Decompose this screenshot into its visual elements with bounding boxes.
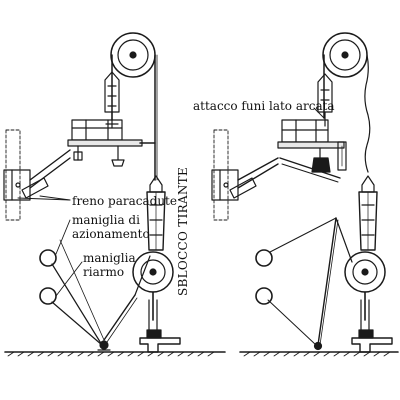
left-handle-cables — [51, 239, 151, 351]
left-leader-lines — [39, 195, 83, 297]
label-maniglia-azionamento-line1: maniglia di — [72, 213, 140, 227]
left-panel-mechanism — [3, 32, 226, 357]
left-top-pulley — [110, 32, 156, 78]
right-top-pulley — [322, 32, 368, 78]
right-ground — [239, 351, 399, 357]
label-maniglia-riarmo-line1: maniglia — [83, 251, 136, 265]
left-carriage-bracket — [67, 119, 156, 167]
right-wall-bracket — [211, 129, 279, 221]
left-wall-bracket — [3, 129, 71, 221]
label-freno-paracadute: freno paracadute — [72, 194, 177, 208]
label-maniglia-azionamento-line2: azionamento — [72, 227, 150, 241]
right-rope-tensioner — [317, 73, 333, 127]
left-ground — [4, 351, 226, 357]
right-carriage-bracket — [277, 119, 347, 183]
left-handles — [39, 249, 57, 305]
left-rope-tensioner — [104, 71, 120, 129]
label-maniglia-riarmo-line2: riarmo — [83, 265, 125, 279]
label-maniglia-azionamento: maniglia di azionamento — [72, 213, 150, 241]
label-sblocco-tirante: SBLOCCO TIRANTE — [176, 166, 190, 296]
left-tension-unit — [132, 175, 181, 353]
label-attacco-funi: attacco funi lato arcata — [193, 99, 335, 113]
right-tension-unit — [344, 175, 393, 353]
label-maniglia-riarmo: maniglia riarmo — [83, 251, 136, 279]
right-release-lever — [267, 217, 353, 351]
left-parachute-brake — [17, 177, 71, 201]
right-ropes — [323, 54, 371, 173]
left-ropes — [111, 54, 158, 181]
right-leader-lines — [313, 107, 325, 119]
right-handles — [255, 249, 273, 305]
right-panel-mechanism — [211, 32, 399, 357]
